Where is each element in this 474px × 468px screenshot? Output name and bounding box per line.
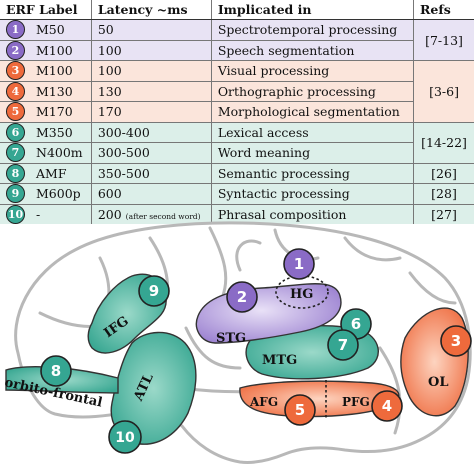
region-label-afg: AFG <box>249 395 278 409</box>
refs-cell: [14-22] <box>413 121 474 163</box>
marker-9-label: 9 <box>149 282 159 300</box>
header-refs: Refs <box>413 0 474 20</box>
marker-2-label: 2 <box>237 288 247 306</box>
refs-cell: [28] <box>413 183 474 204</box>
row-number-badge: 9 <box>6 184 25 204</box>
implicated-cell: Visual processing <box>210 60 414 81</box>
erf-label-cell: M100 <box>30 60 92 81</box>
latency-cell: 300-400 <box>90 121 212 143</box>
marker-1: 1 <box>283 248 315 280</box>
table-row: 2 M100 100 Speech segmentation <box>0 39 474 61</box>
implicated-cell: Semantic processing <box>210 162 414 184</box>
erf-label-cell: AMF <box>30 162 92 184</box>
latency-cell: 100 <box>90 39 212 61</box>
latency-cell: 200 (after second word) <box>90 203 212 224</box>
row-number-badge: 1 <box>6 20 25 40</box>
refs-cell: [26] <box>413 162 474 184</box>
marker-8: 8 <box>40 355 72 387</box>
latency-cell: 600 <box>90 183 212 204</box>
row-number-badge: 5 <box>6 102 25 122</box>
marker-3: 3 <box>440 325 472 357</box>
table-row: 10 - 200 (after second word) Phrasal com… <box>0 203 474 224</box>
marker-7: 7 <box>327 329 359 361</box>
refs-cell: [3-6] <box>413 60 474 122</box>
header-erf-label: ERF Label <box>0 0 92 20</box>
header-latency: Latency ~ms <box>90 0 212 20</box>
row-number-badge: 7 <box>6 143 25 163</box>
row-number-badge: 8 <box>6 163 25 183</box>
region-label-ol: OL <box>428 375 448 390</box>
table-row: 4 M130 130 Orthographic processing <box>0 80 474 102</box>
erf-label-cell: M600p <box>30 183 92 204</box>
row-number-badge: 2 <box>6 40 25 60</box>
region-label-hg: HG <box>290 287 313 302</box>
region-label-pfg: PFG <box>342 395 370 409</box>
marker-1-label: 1 <box>294 255 304 273</box>
brain-diagram: HG STG MTG IFG ATL AFG PFG OL orbito-fro… <box>3 221 472 464</box>
erf-label-cell: M350 <box>30 121 92 143</box>
refs-cell: [7-13] <box>413 19 474 61</box>
hg-region <box>275 275 329 309</box>
marker-7-label: 7 <box>338 336 348 354</box>
marker-2: 2 <box>226 281 258 313</box>
header-implicated: Implicated in <box>210 0 414 20</box>
latency-note: (after second word) <box>125 211 201 221</box>
table-row: 3 M100 100 Visual processing [3-6] <box>0 60 474 122</box>
row-number-badge: 3 <box>6 61 25 81</box>
latency-cell: 300-500 <box>90 142 212 163</box>
marker-9: 9 <box>138 275 170 307</box>
implicated-cell: Phrasal composition <box>210 203 414 224</box>
implicated-cell: Orthographic processing <box>210 80 414 102</box>
latency-cell: 130 <box>90 80 212 102</box>
implicated-cell: Morphological segmentation <box>210 101 414 122</box>
marker-5-label: 5 <box>295 401 305 419</box>
table-row: 1 M50 50 Spectrotemporal processing [7-1… <box>0 19 474 61</box>
erf-label-cell: M50 <box>30 19 92 40</box>
table-row: 7 N400m 300-500 Word meaning <box>0 142 474 163</box>
table-row: 8 AMF 350-500 Semantic processing [26] <box>0 162 474 184</box>
table-row: 6 M350 300-400 Lexical access [14-22] <box>0 121 474 163</box>
marker-8-label: 8 <box>51 362 61 380</box>
marker-6-label: 6 <box>351 315 361 333</box>
table-header-row: ERF Label Latency ~ms Implicated in Refs <box>0 0 474 20</box>
row-number-badge: 10 <box>6 204 25 224</box>
marker-5: 5 <box>284 394 316 426</box>
table-row: 5 M170 170 Morphological segmentation <box>0 101 474 122</box>
erf-label-cell: M170 <box>30 101 92 122</box>
latency-cell: 100 <box>90 60 212 81</box>
latency-cell: 170 <box>90 101 212 122</box>
implicated-cell: Lexical access <box>210 121 414 143</box>
implicated-cell: Syntactic processing <box>210 183 414 204</box>
marker-10: 10 <box>108 420 142 454</box>
ol-region <box>400 307 469 417</box>
region-label-mtg: MTG <box>262 353 297 368</box>
erf-label-cell: N400m <box>30 142 92 163</box>
marker-10-label: 10 <box>115 430 135 446</box>
atl-region <box>110 331 197 445</box>
implicated-cell: Word meaning <box>210 142 414 163</box>
marker-3-label: 3 <box>451 332 461 350</box>
implicated-cell: Spectrotemporal processing <box>210 19 414 40</box>
marker-4: 4 <box>371 390 403 422</box>
region-label-stg: STG <box>216 331 246 346</box>
erf-label-cell: - <box>30 203 92 224</box>
refs-cell: [27] <box>413 203 474 224</box>
latency-cell: 350-500 <box>90 162 212 184</box>
row-number-badge: 6 <box>6 122 25 142</box>
latency-cell: 50 <box>90 19 212 40</box>
marker-4-label: 4 <box>382 397 392 415</box>
erf-label-cell: M130 <box>30 80 92 102</box>
erf-label-cell: M100 <box>30 39 92 61</box>
row-number-badge: 4 <box>6 81 25 101</box>
erf-table: ERF Label Latency ~ms Implicated in Refs… <box>0 0 474 224</box>
table-row: 9 M600p 600 Syntactic processing [28] <box>0 183 474 204</box>
implicated-cell: Speech segmentation <box>210 39 414 61</box>
latency-value: 200 <box>97 206 122 222</box>
